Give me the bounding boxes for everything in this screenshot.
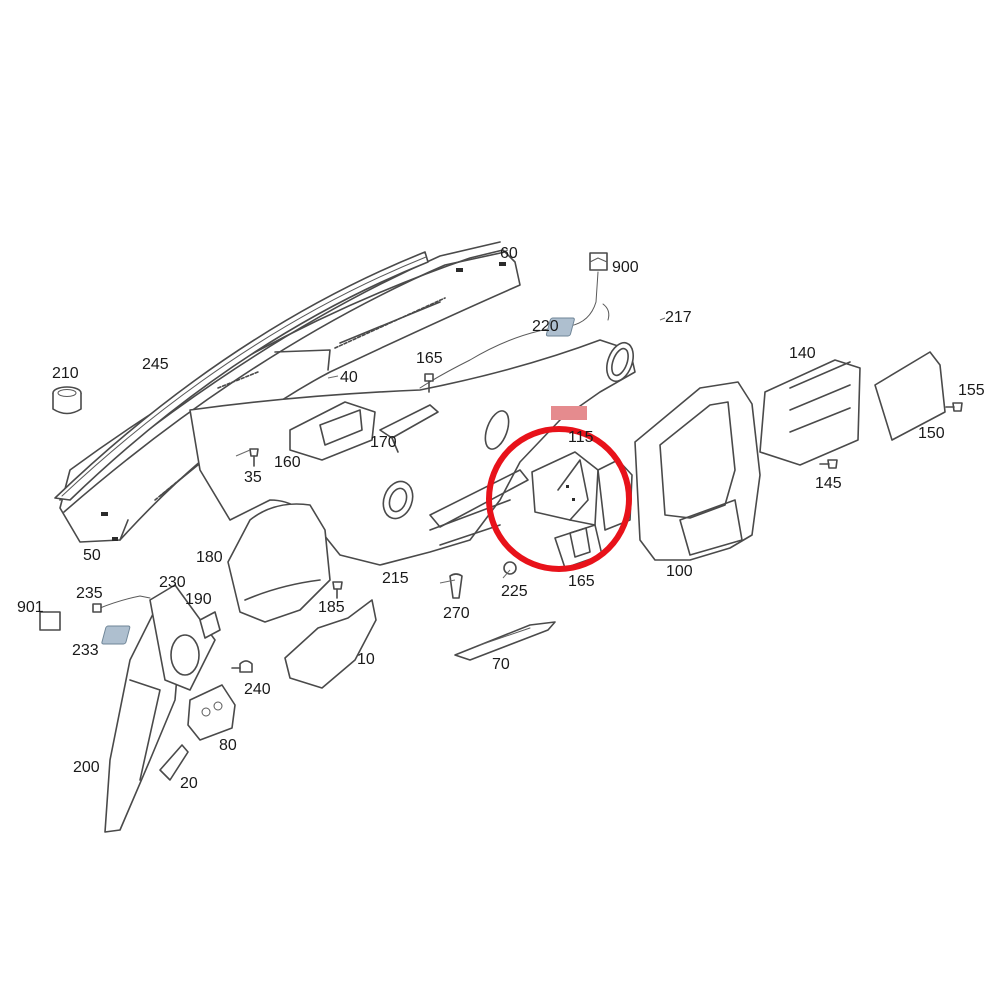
callout-190: 190	[185, 591, 212, 608]
callout-225: 225	[501, 583, 528, 600]
callout-217: 217	[665, 309, 692, 326]
callout-105: 165	[568, 573, 595, 590]
callout-270: 270	[443, 605, 470, 622]
callout-50: 50	[83, 547, 101, 564]
highlight-marker	[551, 406, 587, 420]
callout-labels: 60 900 217 220 210 245 165 40 140 155 11…	[17, 245, 985, 792]
clip-233-icon	[101, 625, 131, 645]
callout-180: 180	[196, 549, 223, 566]
callout-240: 240	[244, 681, 271, 698]
callout-235: 235	[76, 585, 103, 602]
windshield-trim-strip	[54, 251, 429, 501]
part-150-flap	[874, 351, 946, 441]
part-80-switch-panel	[187, 684, 236, 741]
callout-245: 245	[142, 356, 169, 373]
callout-60: 60	[500, 245, 518, 262]
callout-215: 215	[382, 570, 409, 587]
part-180-cluster-housing	[227, 503, 331, 623]
callout-230: 230	[159, 574, 186, 591]
wiring-harness	[419, 252, 610, 389]
callout-165-top: 165	[416, 350, 443, 367]
leader-lines	[235, 249, 666, 584]
part-10-cover	[284, 599, 377, 689]
part-70-trim	[454, 621, 556, 661]
highlight-circle	[486, 426, 632, 572]
callout-40: 40	[340, 369, 358, 386]
callout-220: 220	[532, 318, 559, 335]
callout-100: 100	[666, 563, 693, 580]
part-160-bracket	[289, 401, 376, 461]
callout-145: 145	[815, 475, 842, 492]
callout-155: 155	[958, 382, 985, 399]
callout-80: 80	[219, 737, 237, 754]
callout-20: 20	[180, 775, 198, 792]
callout-233: 233	[72, 642, 99, 659]
part-210-cap	[52, 386, 82, 415]
callout-200: 200	[73, 759, 100, 776]
callout-185: 185	[318, 599, 345, 616]
callout-210: 210	[52, 365, 79, 382]
part-170-duct	[379, 404, 439, 453]
callout-115: 115	[568, 429, 594, 446]
callout-901: 901	[17, 599, 44, 616]
callout-35: 35	[244, 469, 262, 486]
callout-10: 10	[357, 651, 375, 668]
harness-235	[39, 595, 151, 631]
part-100-center-bezel	[634, 381, 761, 561]
callout-140: 140	[789, 345, 816, 362]
part-190-bracket	[199, 611, 221, 639]
clip-217-icon	[545, 317, 575, 337]
callout-70: 70	[492, 656, 510, 673]
callout-900: 900	[612, 259, 639, 276]
callout-170: 170	[370, 434, 397, 451]
part-20-clip	[159, 744, 189, 781]
part-115-vent	[531, 451, 599, 526]
callout-150: 150	[918, 425, 945, 442]
callout-160: 160	[274, 454, 301, 471]
part-140-vent-housing	[759, 359, 861, 466]
part-200-side-panel	[104, 584, 216, 833]
